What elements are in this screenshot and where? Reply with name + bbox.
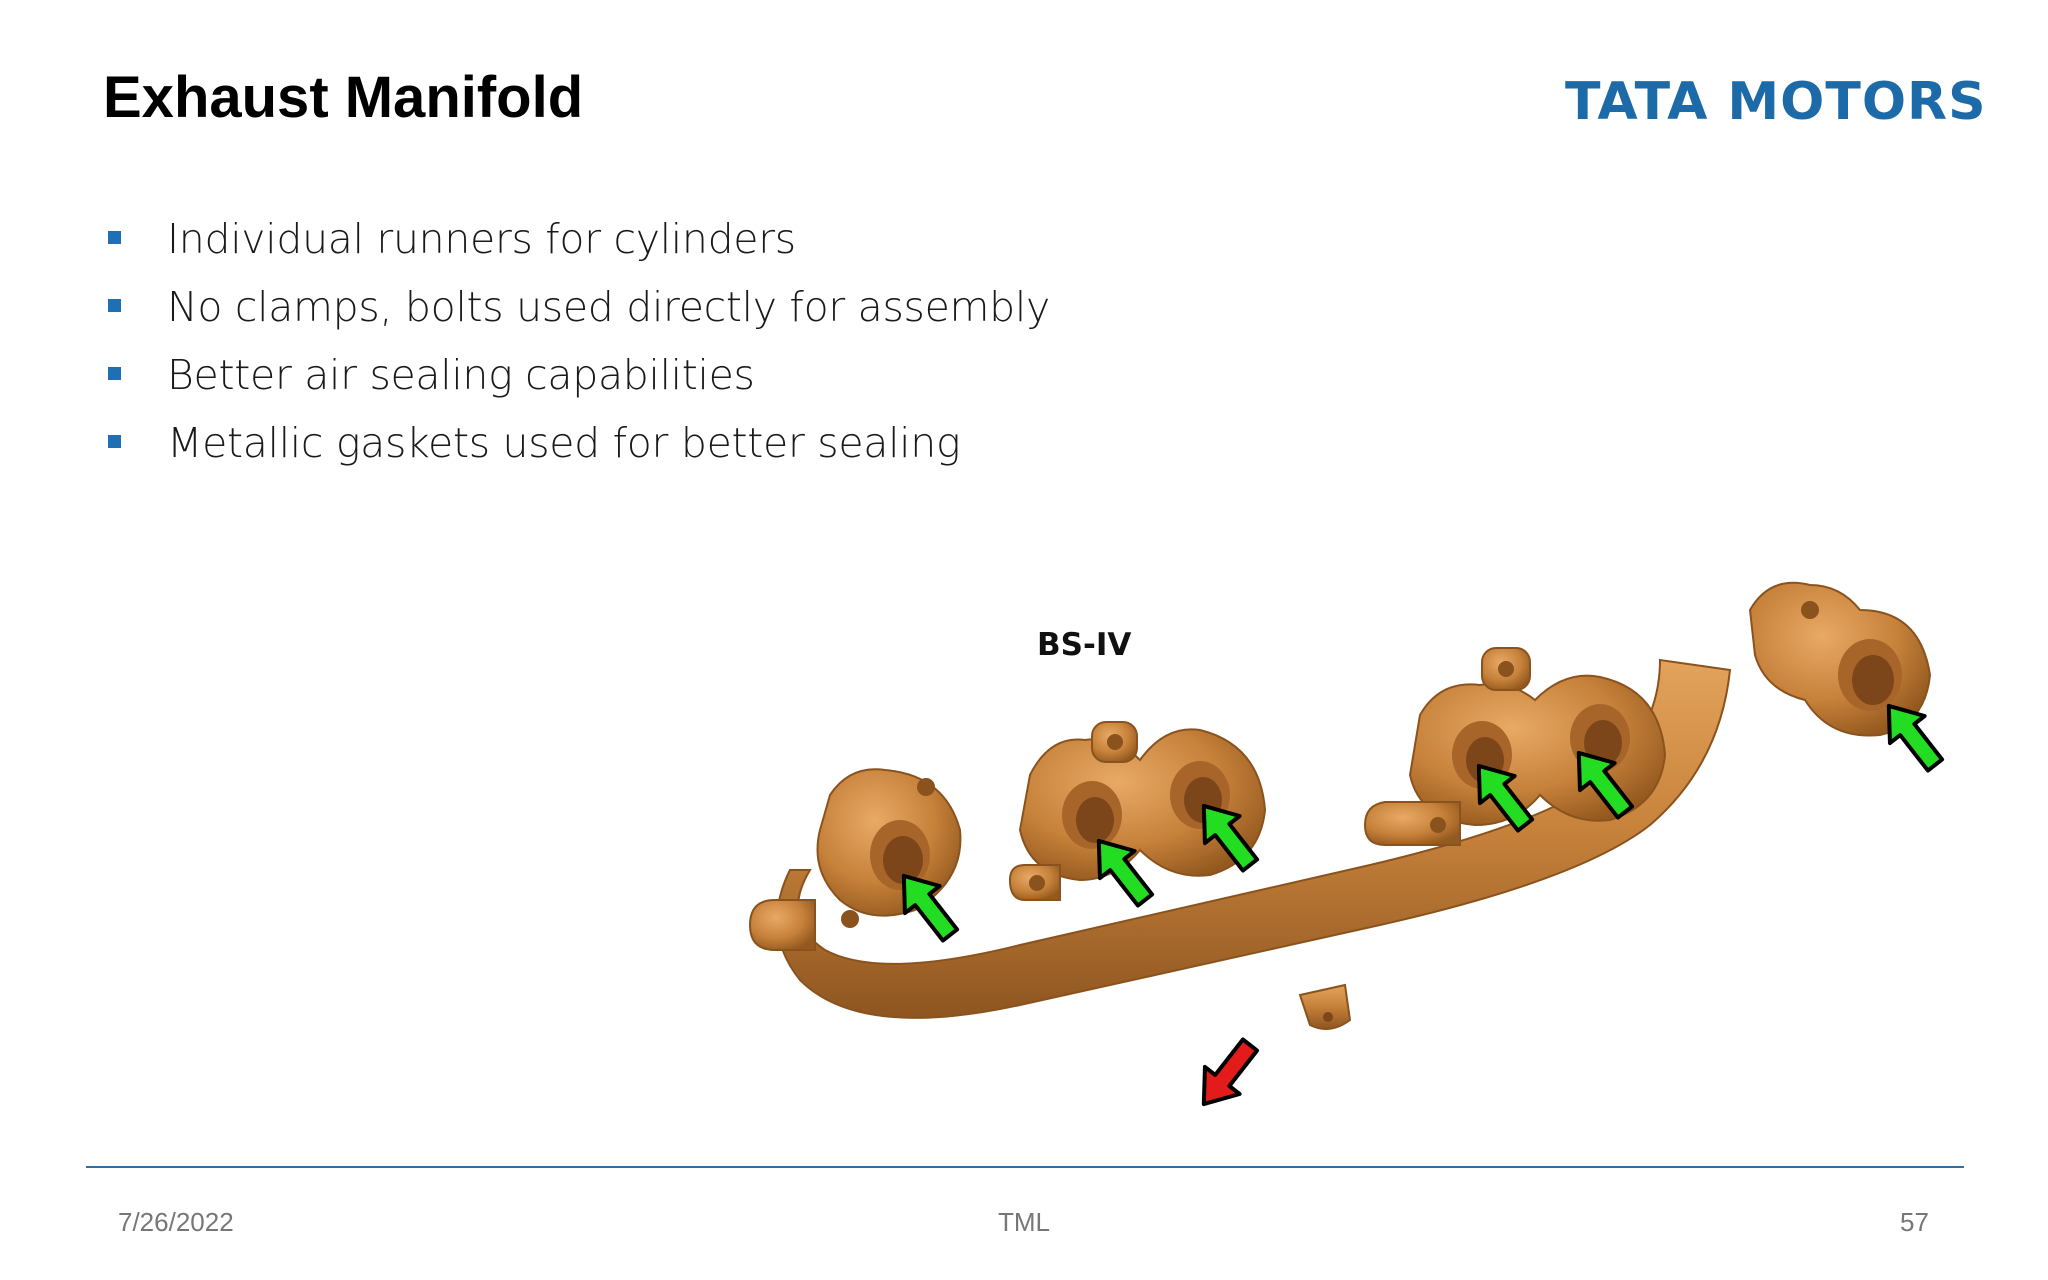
bolt-hole — [917, 778, 935, 796]
bullet-text: Better air sealing capabilities — [167, 351, 755, 399]
footer-center-text: TML — [998, 1207, 1050, 1237]
collector-pipe — [776, 658, 1732, 1019]
tata-motors-logo: TATA MOTORS — [1565, 72, 1987, 132]
bullet-text: Metallic gaskets used for better sealing — [167, 419, 961, 467]
bullet-text: No clamps, bolts used directly for assem… — [167, 283, 1050, 331]
green-inlet-arrow-icon — [1886, 703, 1945, 773]
outlet-stub — [1298, 983, 1352, 1030]
square-bullet-icon — [108, 231, 121, 244]
bullet-item: Metallic gaskets used for better sealing — [103, 409, 1050, 477]
bullet-item: No clamps, bolts used directly for assem… — [103, 273, 1050, 341]
footer-date: 7/26/2022 — [118, 1207, 234, 1237]
slide-title: Exhaust Manifold — [103, 65, 584, 130]
manifold-variant-label: BS-IV — [1037, 627, 1132, 663]
square-bullet-icon — [108, 367, 121, 380]
bullet-item: Better air sealing capabilities — [103, 341, 1050, 409]
footer-divider — [86, 1166, 1964, 1168]
mount-ear — [748, 899, 816, 951]
square-bullet-icon — [108, 299, 121, 312]
green-inlet-arrow-icon — [901, 873, 960, 943]
page-number: 57 — [1900, 1207, 1929, 1237]
square-bullet-icon — [108, 435, 121, 448]
bolt-hole — [1498, 661, 1514, 677]
green-inlet-arrow-icon — [1201, 803, 1260, 873]
green-inlet-arrow-icon — [1476, 763, 1535, 833]
bullet-item: Individual runners for cylinders — [103, 205, 1050, 273]
green-inlet-arrow-icon — [1096, 838, 1155, 908]
bullet-list: Individual runners for cylinders No clam… — [103, 205, 1050, 477]
bullet-text: Individual runners for cylinders — [167, 215, 796, 263]
bolt-hole — [1801, 601, 1819, 619]
green-inlet-arrow-icon — [1576, 750, 1635, 820]
exhaust-manifold-image — [748, 581, 1945, 1107]
logo-text: TATA MOTORS — [1565, 72, 1987, 132]
bolt-hole — [1107, 734, 1123, 750]
red-outlet-arrow-icon — [1201, 1037, 1260, 1107]
